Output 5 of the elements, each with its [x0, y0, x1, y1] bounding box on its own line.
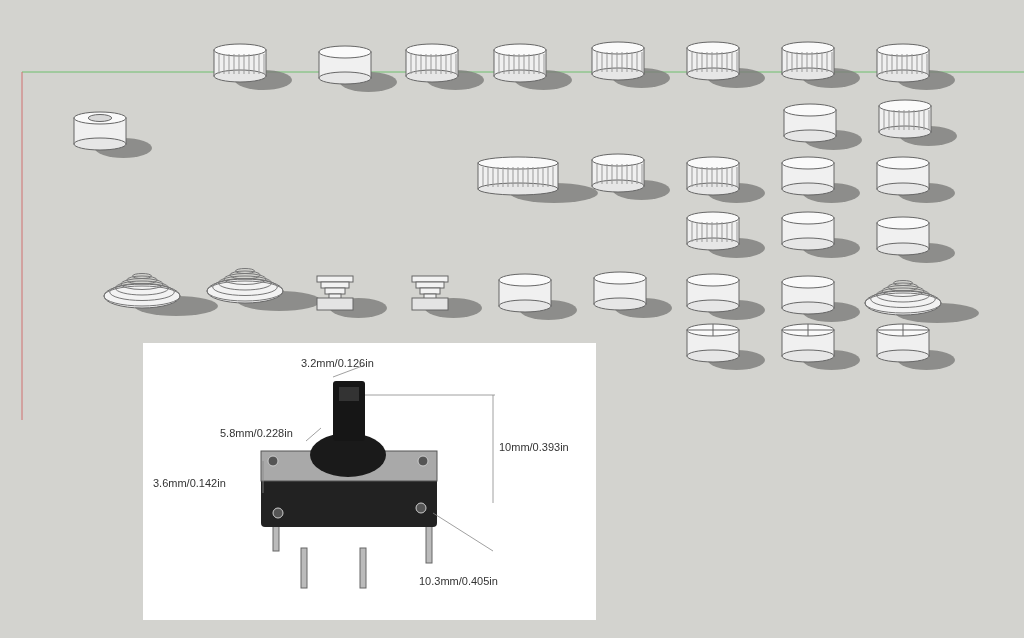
dimension-label: 5.8mm/0.228in: [220, 427, 293, 439]
dimension-label: 3.2mm/0.126in: [301, 357, 374, 369]
dimension-label: 3.6mm/0.142in: [153, 477, 226, 489]
dimension-label: 10mm/0.393in: [499, 441, 569, 453]
dimension-label: 10.3mm/0.405in: [419, 575, 498, 587]
